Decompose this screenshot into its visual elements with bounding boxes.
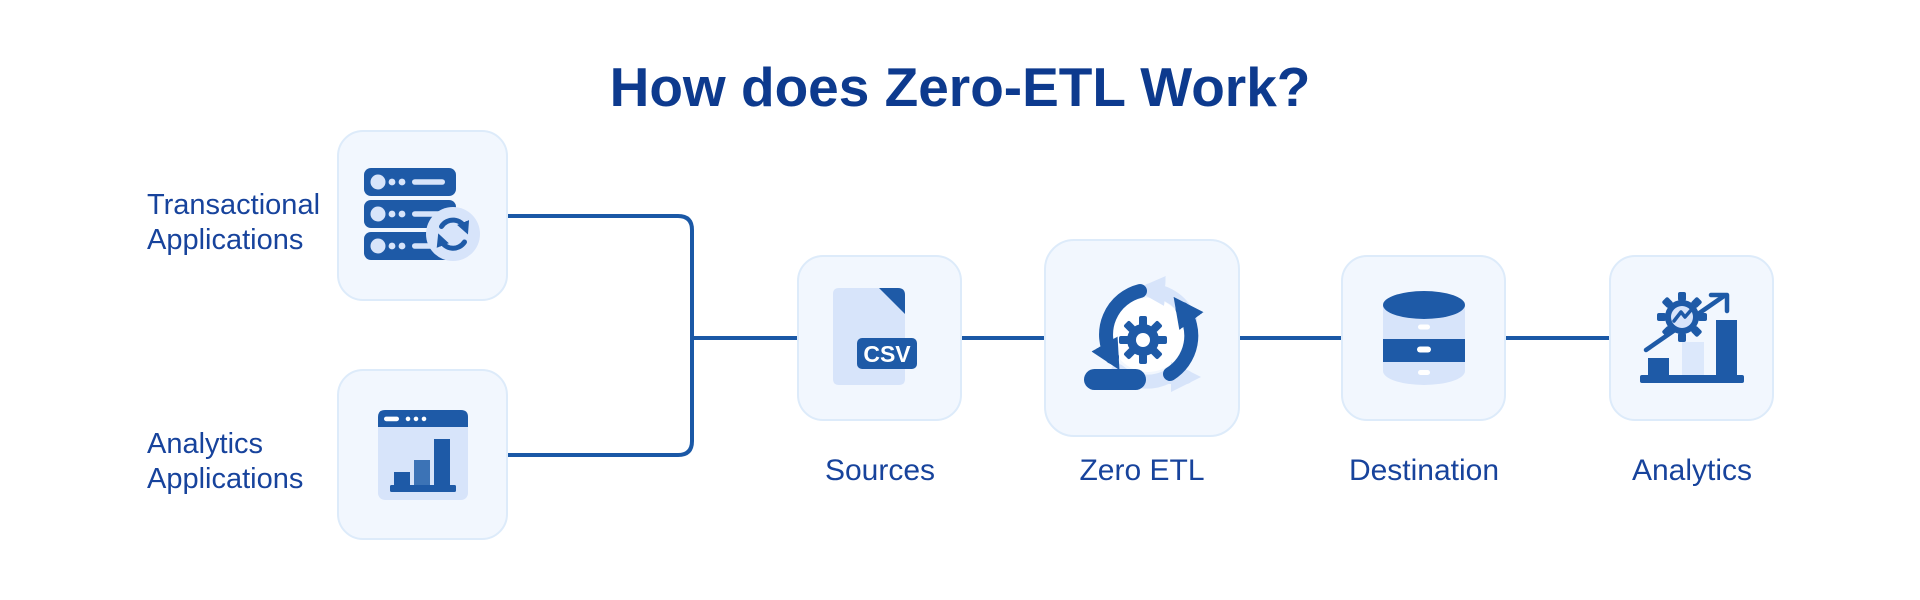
- label-line: Applications: [147, 224, 304, 256]
- database-icon: [1382, 291, 1465, 385]
- pipeline-card-sources: CSV: [797, 255, 962, 421]
- base-bar: [1084, 369, 1146, 390]
- browser-chart-icon: [377, 409, 468, 500]
- pipeline-label-analytics: Analytics: [1631, 454, 1753, 487]
- pipeline-card-destination: [1341, 255, 1506, 421]
- label-line: Analytics: [147, 428, 264, 460]
- csv-file-icon: CSV: [832, 288, 917, 385]
- source-card-transactional: [337, 130, 508, 301]
- bar-chart-icon: [389, 438, 456, 492]
- bar-chart-icon: [1639, 320, 1744, 383]
- sync-badge-circle: [425, 206, 480, 261]
- page-title: How does Zero-ETL Work?: [609, 56, 1311, 118]
- gear-icon: [1656, 292, 1707, 342]
- source-app-label-transactional: Transactional Applications: [147, 188, 320, 258]
- sync-arrows-icon: [436, 217, 469, 251]
- csv-badge-label: CSV: [863, 341, 911, 367]
- gear-icon: [1119, 316, 1167, 364]
- folded-corner: [878, 288, 905, 314]
- label-line: Applications: [147, 463, 304, 495]
- arrow-head: [1708, 292, 1729, 314]
- zigzag-trend-icon: [1671, 307, 1694, 323]
- pipeline-label-sources: Sources: [824, 454, 936, 487]
- growth-chart-gear-icon: [1639, 292, 1744, 383]
- server-stack-icon: [363, 167, 480, 261]
- label-line: Transactional: [147, 189, 321, 221]
- source-card-analytics-app: [337, 369, 508, 540]
- source-app-label-analytics: Analytics Applications: [147, 427, 303, 497]
- pipeline-card-zero-etl: [1044, 239, 1240, 437]
- sync-cycle-gear-icon: [1084, 276, 1204, 392]
- csv-badge: [856, 338, 917, 369]
- pipeline-card-analytics: [1609, 255, 1774, 421]
- pipeline-label-destination: Destination: [1348, 454, 1500, 487]
- pipeline-label-zero-etl: Zero ETL: [1079, 454, 1205, 487]
